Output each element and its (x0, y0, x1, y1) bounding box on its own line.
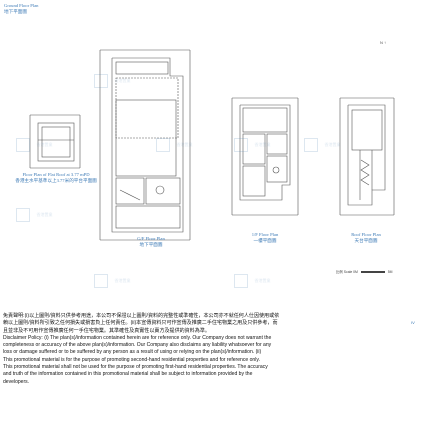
disclaimer-zh-1: 免責聲明:(i)以上圖則/資料只供參考用途，本公司不保證以上圖則/資料的完整性或… (3, 313, 280, 319)
roof-plan (339, 97, 395, 216)
watermark-text: 香港置業 (114, 77, 131, 83)
scale-bar (360, 271, 385, 274)
disclaimer-en-1: Disclaimer Policy: (i) The plan(s)/infor… (3, 334, 272, 341)
flat-roof-plan (29, 114, 81, 169)
floor-plans-drawing (29, 49, 395, 241)
disclaimer-en-6: and truth of the information contained i… (3, 371, 253, 378)
disclaimer-en-4: This promotional material is for the pur… (3, 356, 260, 363)
watermark-7: 香港置業 (94, 272, 130, 290)
watermark-logo-icon (16, 207, 30, 222)
watermark-text: 香港置業 (36, 141, 53, 147)
watermark-text: 香港置業 (254, 141, 271, 147)
watermark-logo-icon (304, 137, 318, 152)
watermark-logo-icon (94, 73, 108, 88)
top-caption: Ground Floor Plan 地下平面圖 (4, 3, 38, 14)
watermark-text: 香港置業 (36, 211, 53, 217)
watermark-text: 香港置業 (114, 277, 131, 283)
disclaimer-en-2: completeness or accuracy of the above pl… (3, 342, 272, 349)
watermark-5: 香港置業 (304, 136, 340, 154)
watermark-logo-icon (156, 137, 170, 152)
watermark-3: 香港置業 (156, 136, 192, 154)
watermark-4: 香港置業 (234, 136, 270, 154)
watermark-text: 香港置業 (254, 277, 271, 283)
compass-label: N (380, 40, 383, 45)
disclaimer-en-7: developers. (3, 378, 30, 385)
watermark-logo-icon (234, 273, 248, 288)
watermark-logo-icon (16, 137, 30, 152)
disclaimer-zh-2: 賴以上圖則/資料所引致之任何損失或損害負上任何責任。(ii)本宣傳資料只可作宣傳… (3, 320, 278, 327)
disclaimer-en-5: This promotional material shall not be u… (3, 364, 268, 371)
flat-roof-caption-zh: 香港主水平基準以上3.77米的平台平面圖 (15, 177, 97, 183)
flat-roof-caption: Floor Plan of Flat Roof at 3.77 mPD 香港主水… (14, 172, 98, 183)
disclaimer-en-3: loss or damage suffered or to be suffere… (3, 349, 262, 356)
scale-label-zh: 比例 (336, 270, 343, 274)
disclaimer-zh-3: 且並非及不可用作宣傳推廣任何一手住宅物業。其準確性及真實性以賣方及提供的資料為準… (3, 327, 210, 334)
top-caption-zh: 地下平面圖 (4, 8, 27, 14)
north-arrow-icon: N ↑ (380, 40, 387, 45)
watermark-6: 香港置業 (16, 206, 52, 224)
watermark-text: 香港置業 (324, 141, 341, 147)
1f-plan-caption: 1/F Floor Plan 一樓平面圖 (251, 232, 279, 243)
1f-plan (231, 97, 299, 216)
watermark-text: 香港置業 (176, 141, 193, 147)
scale-left: 0M (353, 270, 358, 274)
gf-plan-caption: G/F Floor Plan 地下平面圖 (137, 236, 165, 247)
flat-roof-caption-en: Floor Plan of Flat Roof at 3.77 mPD (22, 172, 90, 177)
watermark-1: 香港置業 (94, 72, 130, 90)
watermark-logo-icon (234, 137, 248, 152)
disclaimer: 免責聲明:(i)以上圖則/資料只供參考用途，本公司不保證以上圖則/資料的完整性或… (3, 313, 409, 386)
watermark-8: 香港置業 (234, 272, 270, 290)
page-number: IV (411, 320, 415, 325)
watermark-2: 香港置業 (16, 136, 52, 154)
scale-legend: 比例 Scale 0M 5M (336, 269, 393, 274)
gf-plan (99, 49, 191, 241)
scale-right: 5M (387, 270, 393, 274)
top-caption-en: Ground Floor Plan (4, 3, 39, 8)
watermark-logo-icon (94, 273, 108, 288)
roof-plan-caption: Roof Floor Plan 天台平面圖 (351, 232, 381, 243)
scale-label-en: Scale (343, 270, 353, 274)
